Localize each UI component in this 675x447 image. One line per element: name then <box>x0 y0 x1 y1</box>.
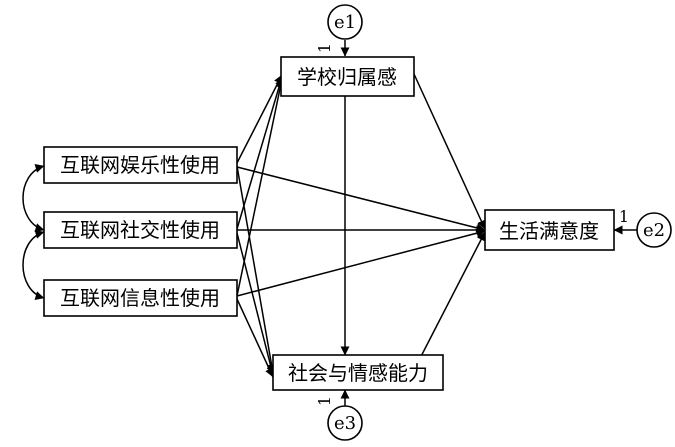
path-belonging-to-satisfaction <box>413 73 486 230</box>
node-life-satisfaction-label: 生活满意度 <box>499 219 599 243</box>
node-internet-information-use-label: 互联网信息性使用 <box>60 286 220 310</box>
path-information-to-emotional <box>236 298 274 378</box>
error-term-e3-label: e3 <box>334 413 356 434</box>
error-term-e2: e2 <box>636 212 672 248</box>
loading-e3: 1 <box>315 396 334 406</box>
loading-e2: 1 <box>619 207 629 226</box>
node-internet-entertainment-use-label: 互联网娱乐性使用 <box>60 153 220 177</box>
covariance-social-information <box>22 230 45 300</box>
node-school-belonging: 学校归属感 <box>280 56 415 97</box>
node-school-belonging-label: 学校归属感 <box>297 65 397 89</box>
path-information-to-satisfaction <box>236 228 486 297</box>
path-entertainment-to-emotional <box>236 165 276 374</box>
path-social-to-emotional <box>236 232 276 376</box>
error-term-e3: e3 <box>327 405 363 441</box>
node-social-emotional-ability-label: 社会与情感能力 <box>288 361 428 385</box>
node-internet-social-use: 互联网社交性使用 <box>43 211 238 249</box>
path-emotional-to-satisfaction <box>413 231 486 371</box>
path-information-to-belonging <box>236 78 285 297</box>
error-term-e1-label: e1 <box>334 12 356 33</box>
path-entertainment-to-belonging <box>236 74 283 164</box>
covariance-entertainment-social <box>22 164 45 232</box>
node-internet-social-use-label: 互联网社交性使用 <box>60 218 220 242</box>
error-term-e2-label: e2 <box>643 220 665 241</box>
path-social-to-belonging <box>236 76 284 230</box>
path-entertainment-to-satisfaction <box>236 166 486 233</box>
node-life-satisfaction: 生活满意度 <box>484 209 615 251</box>
loading-e1: 1 <box>315 43 334 53</box>
error-term-e1: e1 <box>327 4 363 40</box>
node-social-emotional-ability: 社会与情感能力 <box>272 354 444 391</box>
node-internet-entertainment-use: 互联网娱乐性使用 <box>43 146 238 184</box>
node-internet-information-use: 互联网信息性使用 <box>43 279 238 317</box>
